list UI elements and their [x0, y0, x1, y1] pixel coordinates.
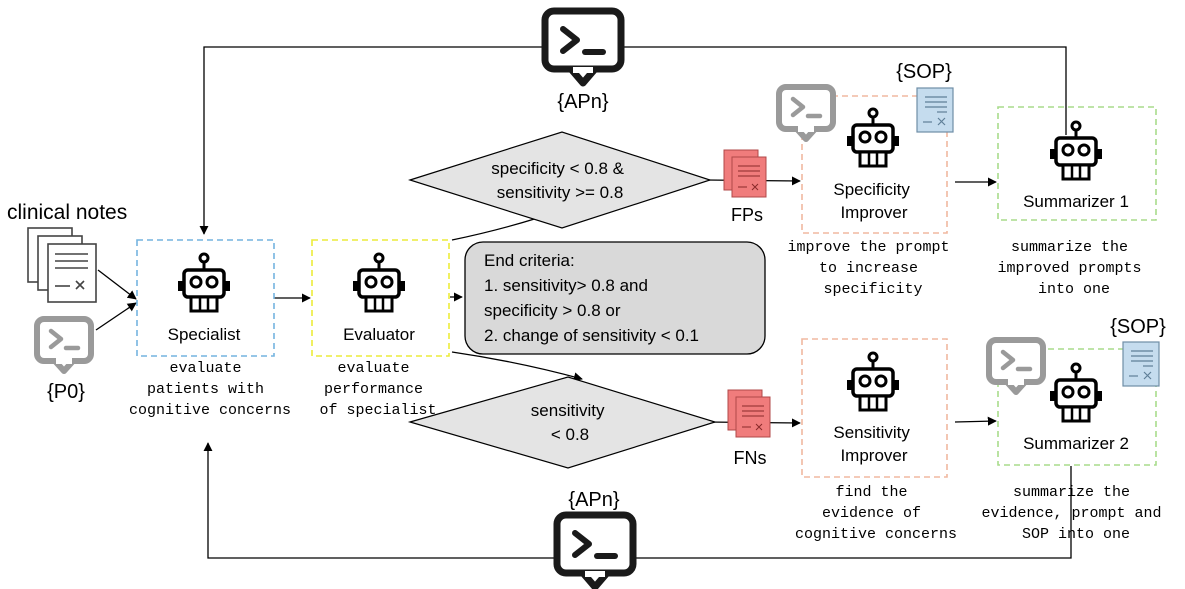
specialist-desc-line: evaluate [169, 360, 241, 377]
summarizer1-robot-icon [1048, 120, 1104, 181]
top-feedback-line [199, 46, 1067, 235]
svg-text:Specificity Improver: Specificity Improver [833, 180, 914, 222]
svg-text:specificity < 0.8 & sensit: specificity < 0.8 & sensitivity >= 0.8 [491, 159, 629, 202]
svg-text:End criteria: 1. sensitivi: End criteria: 1. sensitivity> 0.8 and sp… [484, 251, 699, 345]
evaluator-desc-line: performance [324, 381, 423, 398]
clinical-notes-label: clinical notes [7, 201, 127, 224]
specialist-desc-line: patients with [147, 381, 264, 398]
sensitivity-improver-title: Sensitivity [833, 423, 910, 442]
specialist-robot-icon [176, 252, 232, 313]
bottom-condition-line: < 0.8 [551, 425, 589, 444]
summarizer1-desc-line: summarize the [1011, 239, 1128, 256]
clinical-notes-doc-icon [27, 227, 97, 303]
specificity-improver-terminal-icon [779, 87, 833, 139]
specialist-desc-line: cognitive concerns [129, 402, 291, 419]
end-criteria-line: 1. sensitivity> 0.8 and [484, 276, 648, 295]
fns-label: FNs [734, 448, 767, 468]
svg-text:find the evidence of c: find the evidence of cognitive concerns [795, 484, 957, 543]
evaluator-box [311, 239, 450, 357]
fps-doc-icon [723, 149, 767, 198]
end-criteria-line: specificity > 0.8 or [484, 301, 621, 320]
evaluator-desc-line: evaluate [337, 360, 409, 377]
summarizer2-desc-line: evidence, prompt and [981, 505, 1161, 522]
p0-terminal-icon [37, 319, 91, 371]
sensitivity-improver-robot-icon [845, 351, 901, 412]
summarizer1-desc-line: improved prompts [997, 260, 1141, 277]
sensitivity-improver-title: Improver [840, 446, 907, 465]
end-criteria-line: End criteria: [484, 251, 575, 270]
summarizer2-terminal-icon [989, 340, 1043, 392]
specificity-improver-sop-icon [916, 87, 954, 133]
svg-text:summarize the evidence, pr: summarize the evidence, prompt and SOP i… [981, 484, 1170, 543]
summarizer1-title: Summarizer 1 [1023, 192, 1129, 211]
summarizer2-sop-label: {SOP} [1110, 316, 1166, 338]
svg-text:evaluate patients with: evaluate patients with cognitive concern… [129, 360, 291, 419]
top-condition-line: specificity < 0.8 & [491, 159, 624, 178]
end-criteria-box [464, 241, 766, 355]
sensitivity-improver-box [801, 338, 948, 478]
svg-text:summarize the improved pro: summarize the improved prompts into one [997, 239, 1150, 298]
p0-label: {P0} [47, 381, 85, 403]
svg-text:evaluate performance o: evaluate performance of specialist [319, 360, 436, 419]
evaluator-title: Evaluator [343, 325, 415, 344]
bottom-condition-line: sensitivity [531, 401, 605, 420]
summarizer1-box [997, 106, 1157, 221]
sensitivity-improver-desc-line: evidence of [822, 505, 921, 522]
bottom-feedback-line [203, 442, 1072, 559]
sensitivity-improver-desc-line: find the [835, 484, 907, 501]
bottom-terminal-icon [557, 515, 633, 587]
specificity-improver-desc-line: improve the prompt [787, 239, 949, 256]
fps-label: FPs [731, 205, 763, 225]
top-terminal-icon [545, 11, 621, 83]
top-apn-label: {APn} [557, 91, 608, 113]
bottom-apn-label: {APn} [568, 489, 619, 511]
summarizer2-box [997, 348, 1157, 466]
summarizer2-desc-line: summarize the [1013, 484, 1130, 501]
fns-doc-icon [727, 389, 771, 438]
connectors [95, 46, 1072, 559]
summarizer2-sop-icon [1122, 341, 1160, 387]
specificity-improver-title: Specificity [833, 180, 910, 199]
specificity-improver-box [801, 95, 948, 234]
specificity-improver-robot-icon [845, 107, 901, 168]
svg-text:Sensitivity Improver: Sensitivity Improver [833, 423, 914, 465]
specificity-improver-desc-line: to increase [819, 260, 918, 277]
summarizer2-desc-line: SOP into one [1022, 526, 1130, 543]
end-criteria-line: 2. change of sensitivity < 0.1 [484, 326, 699, 345]
specialist-title: Specialist [168, 325, 241, 344]
specificity-improver-title: Improver [840, 203, 907, 222]
summarizer1-desc-line: into one [1038, 281, 1110, 298]
evaluator-desc-line: of specialist [319, 402, 436, 419]
top-condition-line: sensitivity >= 0.8 [497, 183, 624, 202]
sensitivity-improver-desc-line: cognitive concerns [795, 526, 957, 543]
svg-text:sensitivity < 0.8: sensitivity < 0.8 [531, 401, 609, 444]
summarizer2-robot-icon [1048, 362, 1104, 423]
specificity-condition-diamond [408, 131, 712, 229]
sensitivity-condition-diamond [407, 376, 718, 469]
specificity-improver-sop-label: {SOP} [896, 61, 952, 83]
evaluator-robot-icon [351, 252, 407, 313]
svg-text:improve the prompt to incr: improve the prompt to increase specifici… [787, 239, 958, 298]
summarizer2-title: Summarizer 2 [1023, 434, 1129, 453]
specialist-box [136, 239, 275, 357]
specificity-improver-desc-line: specificity [823, 281, 922, 298]
